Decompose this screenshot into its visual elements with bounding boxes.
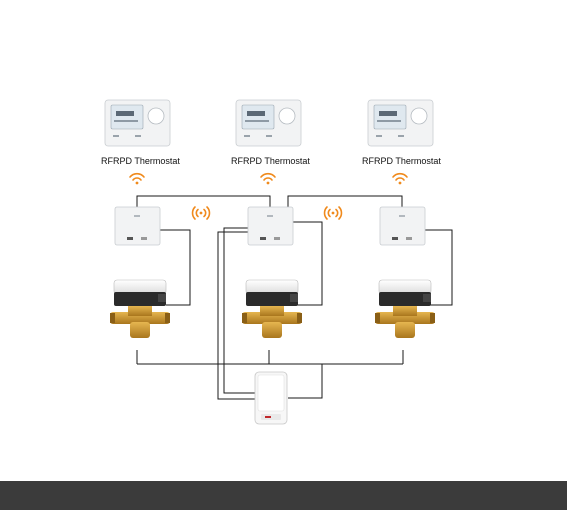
thermostat-3: RFRPD Thermostat bbox=[362, 100, 441, 166]
thermostat-label: RFRPD Thermostat bbox=[362, 156, 441, 166]
thermostat-icon bbox=[105, 100, 170, 146]
receiver-icon bbox=[115, 207, 160, 245]
bus-to-boiler bbox=[288, 364, 322, 398]
thermostat-2: RFRPD Thermostat bbox=[231, 100, 310, 166]
bottom-bar bbox=[0, 481, 567, 510]
wire-receiver-boiler-a bbox=[224, 228, 256, 393]
thermostat-label: RFRPD Thermostat bbox=[101, 156, 180, 166]
receiver-icon bbox=[380, 207, 425, 245]
thermostat-1: RFRPD Thermostat bbox=[101, 100, 180, 166]
wifi-signal-icon bbox=[325, 207, 342, 219]
boiler-icon bbox=[255, 372, 287, 424]
wifi-signal-icon bbox=[130, 174, 144, 185]
thermostat-icon bbox=[368, 100, 433, 146]
zone-valve-icon bbox=[110, 280, 170, 338]
thermostat-label: RFRPD Thermostat bbox=[231, 156, 310, 166]
wifi-signal-icon bbox=[393, 174, 407, 185]
thermostat-icon bbox=[236, 100, 301, 146]
zone-valve-icon bbox=[375, 280, 435, 338]
wifi-signal-icon bbox=[261, 174, 275, 185]
zone-valve-icon bbox=[242, 280, 302, 338]
wifi-signal-icon bbox=[193, 207, 210, 219]
receiver-icon bbox=[248, 207, 293, 245]
